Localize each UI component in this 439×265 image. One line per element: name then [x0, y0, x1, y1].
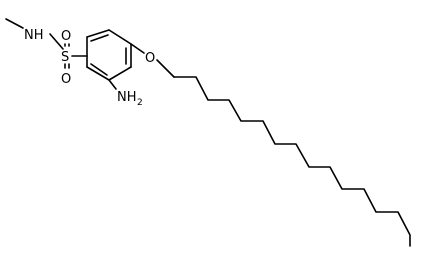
ether-chain-bond — [156, 59, 175, 78]
ring-ether-bond — [130, 43, 145, 54]
ring-bond — [108, 29, 132, 45]
ether-oxygen-label: O — [145, 51, 155, 66]
ring-amino-bond — [108, 79, 117, 90]
n-methyl-bond — [5, 18, 24, 29]
n-sulfur-bond — [49, 33, 64, 50]
amino-subscript-label: 2 — [137, 98, 143, 108]
ring-inner-double-bond — [90, 63, 108, 76]
ring-bond — [86, 29, 110, 38]
ring-bond — [86, 66, 110, 81]
ring-inner-double-bond — [90, 34, 109, 42]
sulfur-label: S — [61, 50, 69, 65]
ring-bond — [108, 66, 132, 81]
sulfonyl-oxygen-bottom-label: O — [61, 72, 71, 87]
hexadecyl-chain — [173, 76, 411, 247]
amino-group-label: NH — [117, 90, 137, 105]
benzene-ring — [86, 29, 132, 81]
sulfonamide-nh-label: NH — [24, 28, 44, 43]
sulfonyl-oxygen-top-label: O — [61, 29, 71, 44]
